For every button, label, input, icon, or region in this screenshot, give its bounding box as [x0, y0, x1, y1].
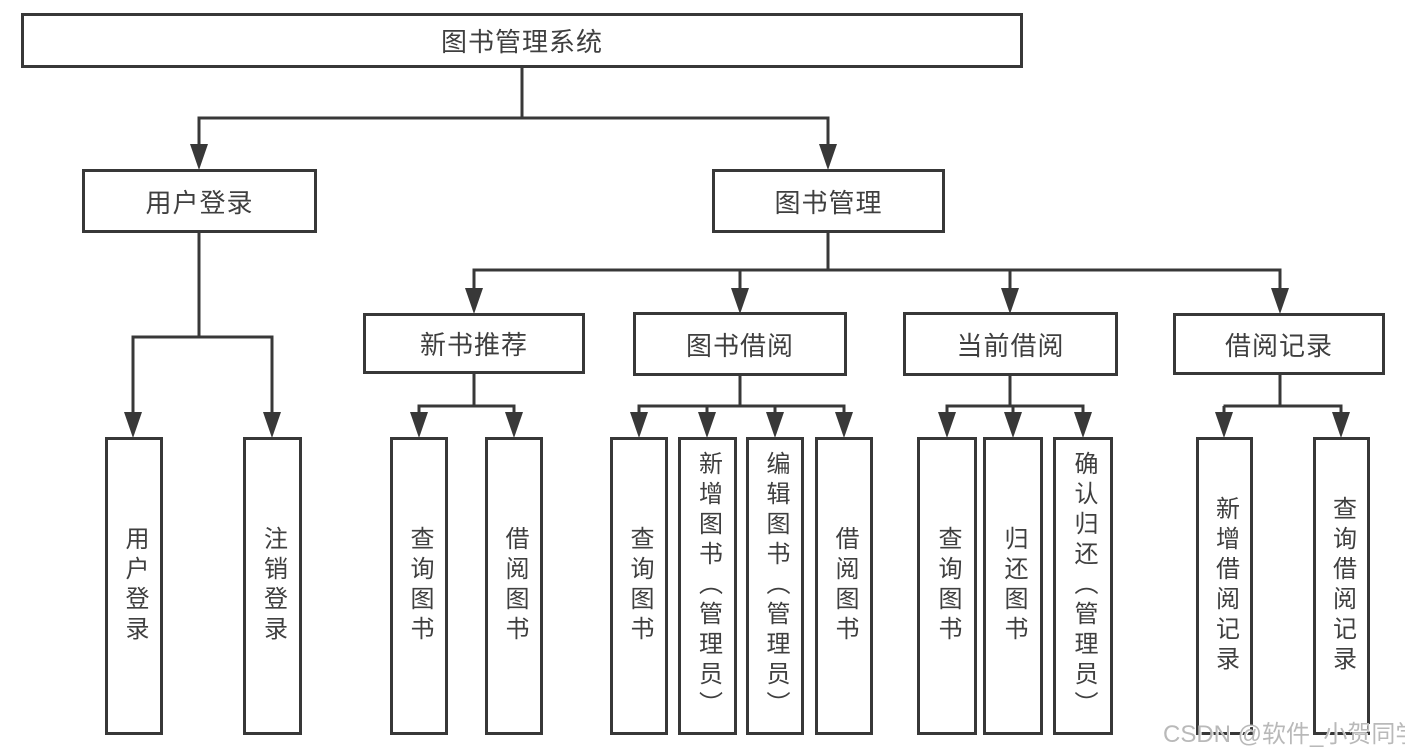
leaf-query-books-recommend-label: 查询图书 — [406, 526, 433, 646]
leaf-confirm-return-admin-label: 确认归还（管理员） — [1070, 451, 1097, 721]
leaf-borrow-books-recommend: 借阅图书 — [485, 437, 543, 735]
leaf-add-books-admin-label: 新增图书（管理员） — [694, 451, 722, 721]
leaf-query-books-borrow-label: 查询图书 — [626, 526, 653, 646]
leaf-logout-label: 注销登录 — [259, 526, 287, 646]
leaf-query-books-borrow: 查询图书 — [610, 437, 668, 735]
leaf-user-login-label: 用户登录 — [121, 526, 148, 646]
node-library-management-system-label: 图书管理系统 — [440, 27, 603, 57]
node-book-management: 图书管理 — [712, 169, 945, 233]
leaf-edit-books-admin-label: 编辑图书（管理员） — [762, 451, 789, 721]
leaf-query-borrow-record-label: 查询借阅记录 — [1328, 496, 1356, 676]
leaf-add-borrow-record-label: 新增借阅记录 — [1211, 496, 1239, 676]
leaf-add-books-admin: 新增图书（管理员） — [678, 437, 737, 735]
node-book-borrowing: 图书借阅 — [633, 312, 847, 376]
leaf-borrow-books-label: 借阅图书 — [831, 526, 858, 646]
leaf-logout: 注销登录 — [243, 437, 302, 735]
leaf-query-books-current-label: 查询图书 — [934, 526, 961, 646]
leaf-user-login: 用户登录 — [105, 437, 163, 735]
leaf-add-borrow-record: 新增借阅记录 — [1196, 437, 1253, 735]
leaf-edit-books-admin: 编辑图书（管理员） — [746, 437, 804, 735]
leaf-query-books-current: 查询图书 — [917, 437, 977, 735]
node-user-login-label: 用户登录 — [145, 187, 254, 218]
leaf-confirm-return-admin: 确认归还（管理员） — [1053, 437, 1113, 735]
node-current-borrowing-label: 当前借阅 — [956, 330, 1065, 361]
node-book-borrowing-label: 图书借阅 — [685, 330, 794, 361]
csdn-watermark: CSDN @软件_小贺同学 — [1163, 721, 1405, 747]
leaf-borrow-books: 借阅图书 — [815, 437, 873, 735]
node-current-borrowing: 当前借阅 — [903, 312, 1118, 376]
node-library-management-system: 图书管理系统 — [21, 13, 1023, 68]
node-book-management-label: 图书管理 — [774, 187, 883, 218]
leaf-query-books-recommend: 查询图书 — [390, 437, 448, 735]
node-borrowing-records: 借阅记录 — [1173, 313, 1385, 375]
leaf-return-books: 归还图书 — [983, 437, 1043, 735]
leaf-query-borrow-record: 查询借阅记录 — [1313, 437, 1370, 735]
leaf-borrow-books-recommend-label: 借阅图书 — [501, 526, 528, 646]
node-new-book-recommendation: 新书推荐 — [363, 313, 585, 374]
leaf-return-books-label: 归还图书 — [1000, 526, 1027, 646]
node-borrowing-records-label: 借阅记录 — [1224, 330, 1333, 361]
node-user-login: 用户登录 — [82, 169, 317, 233]
node-new-book-recommendation-label: 新书推荐 — [419, 330, 528, 360]
